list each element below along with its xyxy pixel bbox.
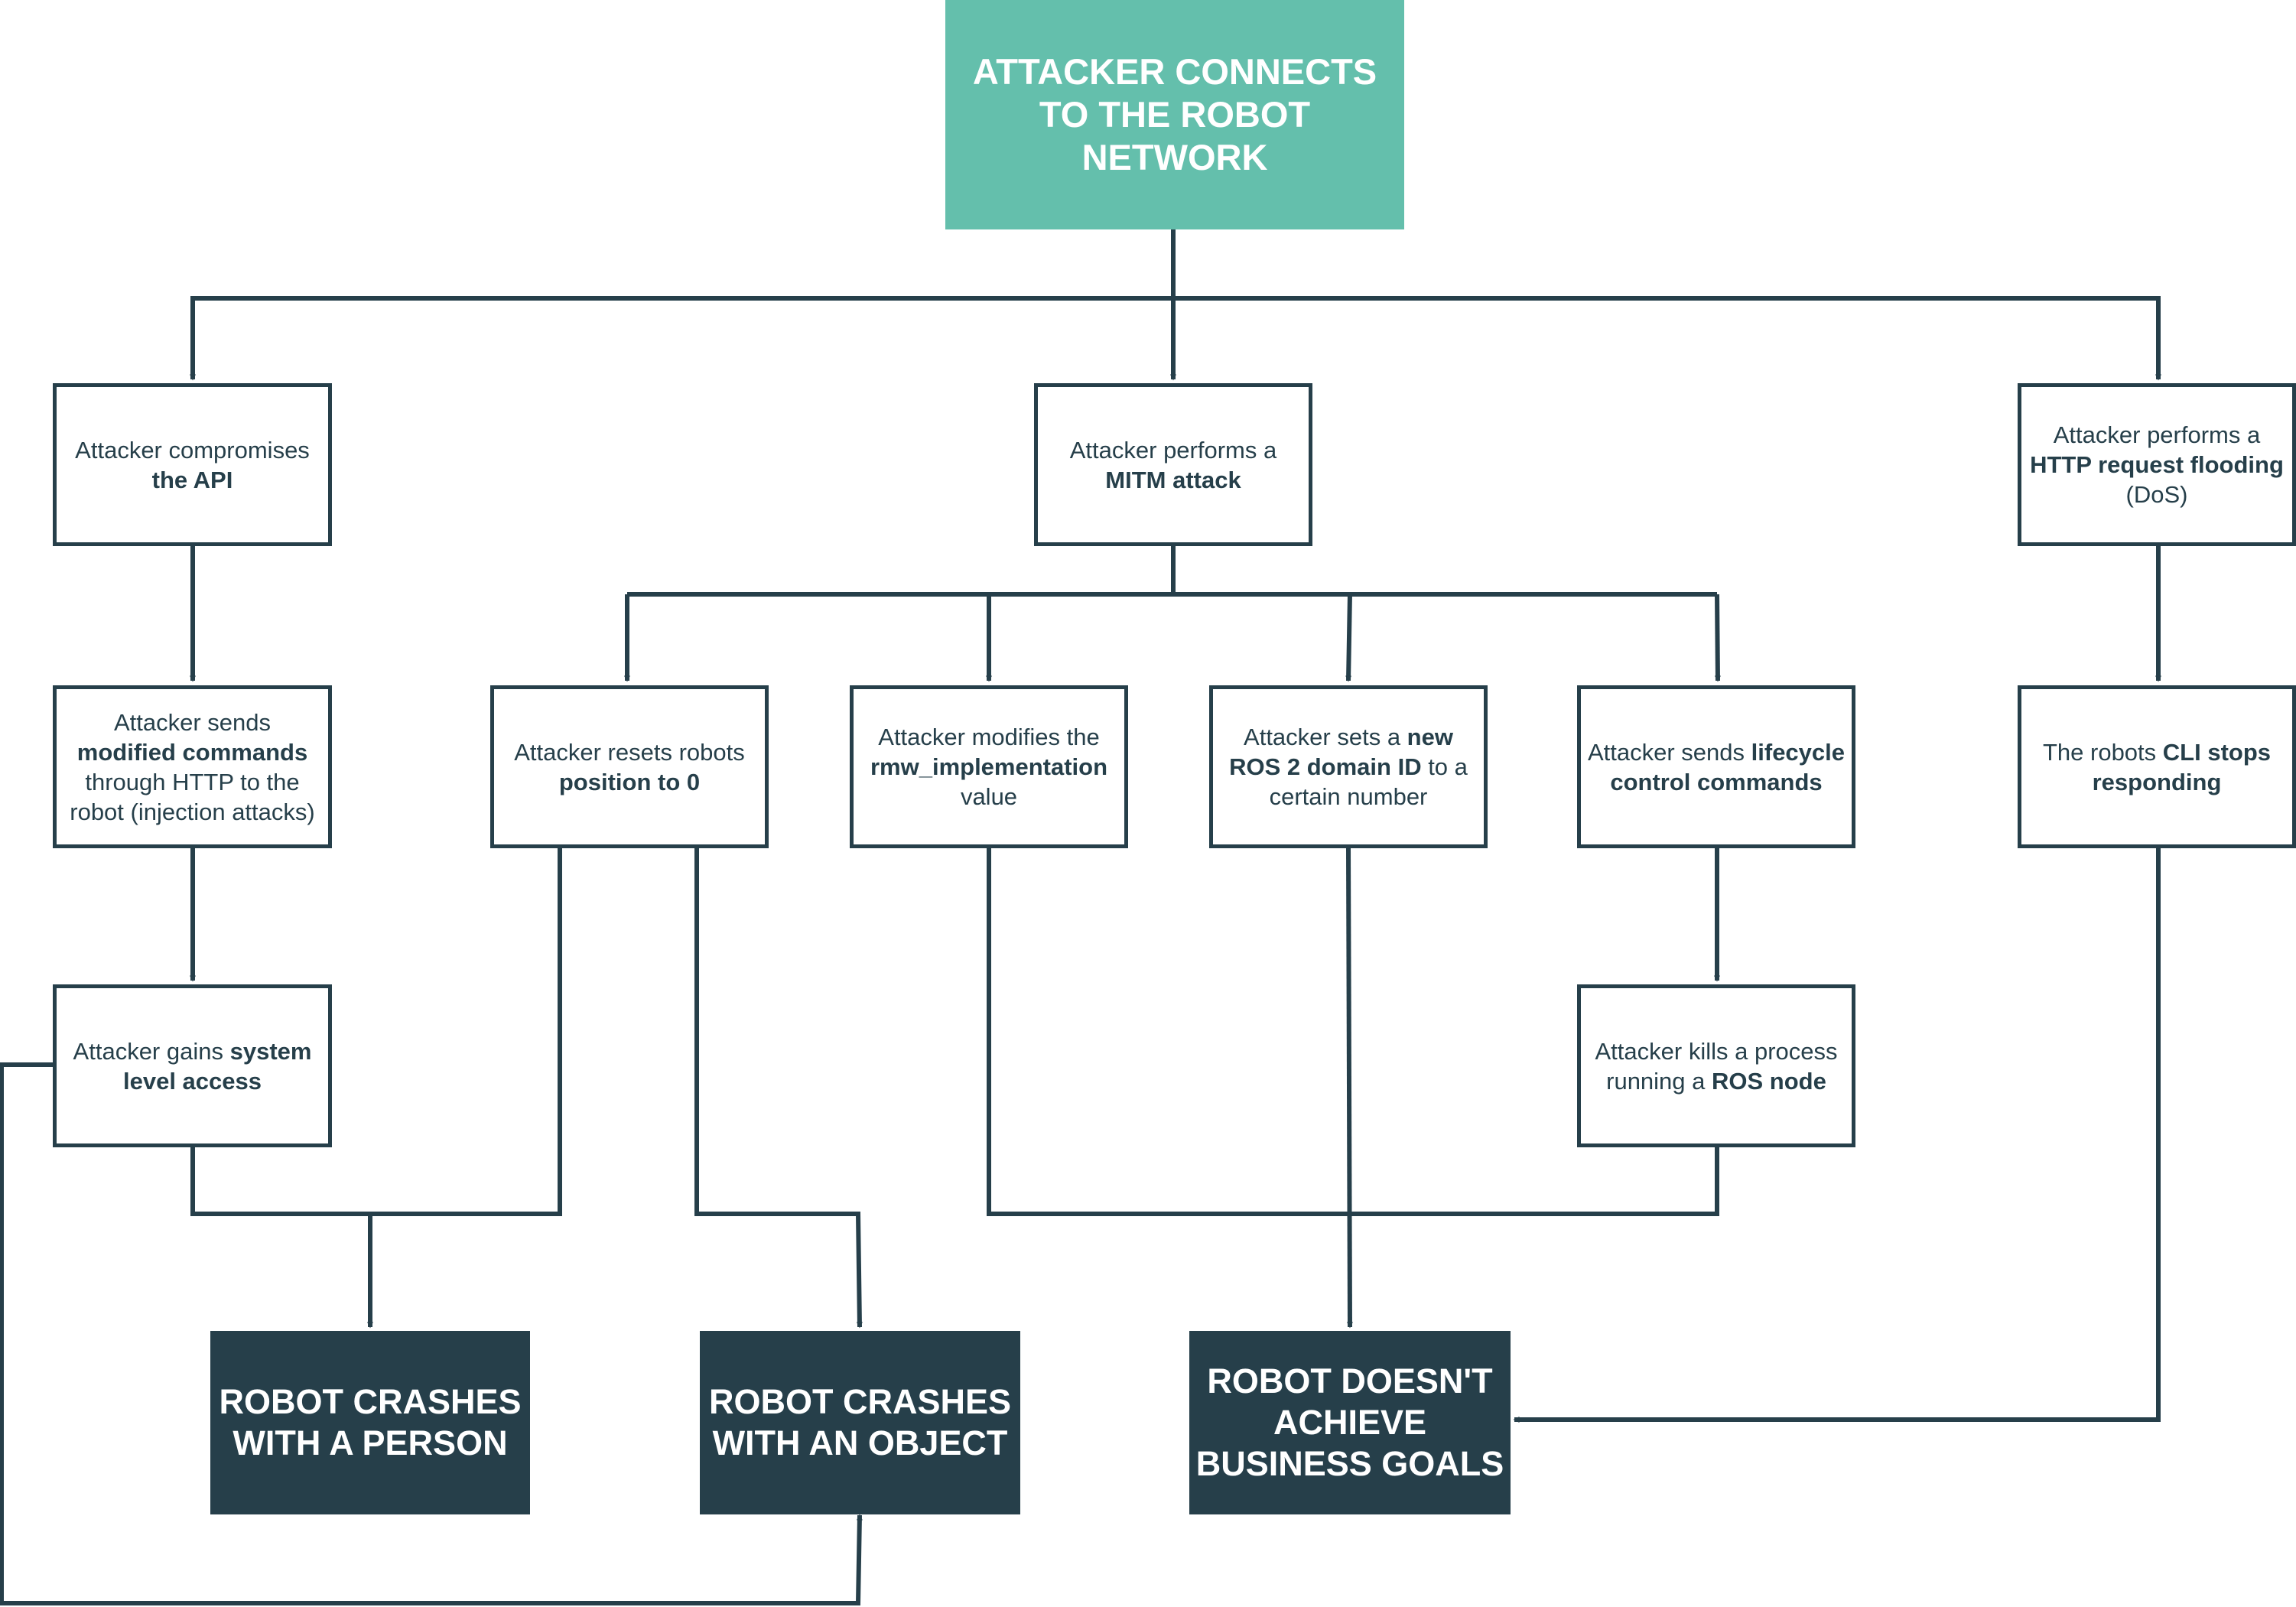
edge-cli-to-business [1513, 847, 2161, 1423]
edge-domain-to-business [1346, 847, 1353, 1329]
node-http-flooding: Attacker performs a HTTP request floodin… [2018, 383, 2296, 546]
outcome-crash-object: ROBOT CRASHES WITH AN OBJECT [700, 1331, 1020, 1514]
edge-rmw-to-merge [987, 847, 1350, 1216]
outcome-business-goals: ROBOT DOESN'T ACHIEVE BUSINESS GOALS [1189, 1331, 1511, 1514]
edge-mitm-to-lifecycle [1714, 594, 1721, 682]
root-node-attacker-connects: ATTACKER CONNECTS TO THE ROBOT NETWORK [945, 0, 1404, 229]
outcome-business-goals-label: ROBOT DOESN'T ACHIEVE BUSINESS GOALS [1195, 1361, 1504, 1483]
edge-kill-to-merge [1350, 1147, 1719, 1216]
node-reset-position: Attacker resets robots position to 0 [490, 685, 769, 848]
root-node-label: ATTACKER CONNECTS TO THE ROBOT NETWORK [972, 51, 1377, 177]
edge-access-to-merge [190, 1147, 370, 1216]
outcome-crash-person-label: ROBOT CRASHES WITH A PERSON [219, 1382, 522, 1462]
edge-access-loop-to-crash-object [0, 1062, 863, 1605]
edge-mitm-to-domain [1345, 594, 1352, 682]
edge-root-to-dos [1173, 296, 2161, 381]
node-new-domain-id: Attacker sets a new ROS 2 domain ID to a… [1209, 685, 1488, 848]
edge-reset-left-to-merge [370, 847, 562, 1216]
node-send-modified-commands: Attacker sends modified commands through… [53, 685, 332, 848]
node-lifecycle-commands: Attacker sends lifecycle control command… [1577, 685, 1855, 848]
node-modify-rmw-implementation: Attacker modifies the rmw_implementation… [850, 685, 1128, 848]
node-system-level-access: Attacker gains system level access [53, 984, 332, 1147]
node-cli-stops-responding: The robots CLI stops responding [2018, 685, 2296, 848]
outcome-crash-object-label: ROBOT CRASHES WITH AN OBJECT [708, 1382, 1012, 1462]
edge-root-to-api [190, 296, 1173, 381]
edge-reset-right-to-crash-object [694, 847, 863, 1329]
node-kill-ros-node: Attacker kills a process running a ROS n… [1577, 984, 1855, 1147]
node-compromise-api: Attacker compromises the API [53, 383, 332, 546]
outcome-crash-person: ROBOT CRASHES WITH A PERSON [210, 1331, 530, 1514]
node-mitm-attack: Attacker performs a MITM attack [1034, 383, 1312, 546]
